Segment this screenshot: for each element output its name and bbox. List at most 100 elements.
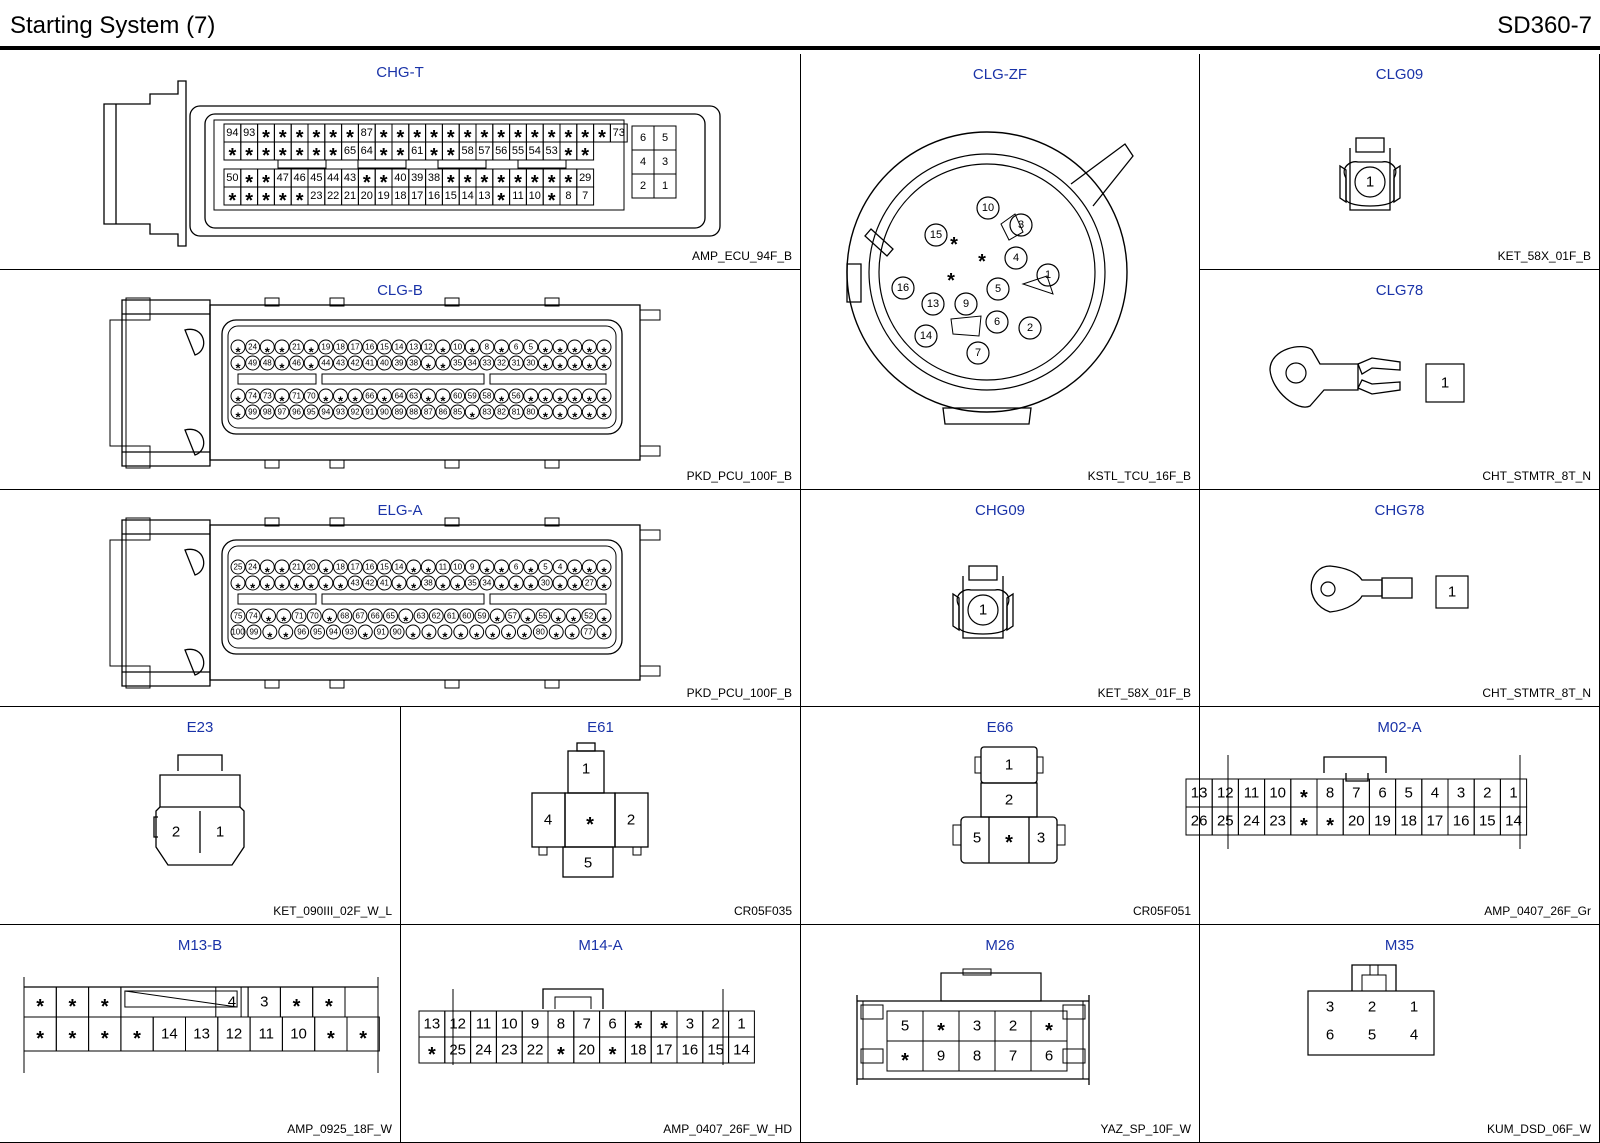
pin-label: * — [531, 127, 539, 149]
pin-label: 23 — [310, 190, 322, 202]
pin-label: * — [440, 361, 446, 376]
pin-circle — [494, 404, 510, 420]
pin-label: 44 — [321, 359, 330, 368]
pin-label: * — [587, 410, 593, 425]
pin-label: 14 — [920, 330, 932, 342]
pin-label: 27 — [585, 579, 594, 588]
pin-label: * — [481, 172, 489, 194]
pin-label: * — [262, 145, 270, 167]
connector-name: CHG-T — [376, 64, 424, 81]
pin-label: 59 — [468, 392, 477, 401]
pin-circle — [362, 404, 378, 420]
pin-circle — [596, 559, 612, 575]
connector-outline — [184, 428, 205, 456]
pin-circle — [303, 404, 319, 420]
pin-label: 3 — [686, 1016, 694, 1033]
pin-label: * — [353, 394, 359, 409]
pin-label: 6 — [1326, 1027, 1334, 1044]
pin-label: 14 — [395, 563, 404, 572]
pin-label: 20 — [307, 563, 316, 572]
pin-label: 13 — [409, 343, 418, 352]
pin-label: 11 — [439, 563, 448, 572]
pin-label: 9 — [470, 563, 475, 572]
pin-label: 6 — [514, 563, 519, 572]
pin-circle — [523, 339, 539, 355]
pin-label: * — [634, 1018, 642, 1040]
pin-circle — [1354, 166, 1386, 198]
pin-label: 65 — [386, 612, 395, 621]
pin-label: 1 — [1509, 785, 1517, 802]
connector-code: KET_090III_02F_W_L — [273, 904, 392, 918]
pin-label: 34 — [482, 579, 491, 588]
pin-label: 13 — [478, 190, 490, 202]
pin-label: 21 — [344, 190, 356, 202]
pin-label: 10 — [290, 1026, 307, 1043]
pin-label: * — [481, 127, 489, 149]
keying-slot — [321, 593, 485, 605]
connector-outline — [1369, 965, 1379, 975]
pin-label: 1 — [582, 761, 590, 778]
pin-label: * — [329, 145, 337, 167]
latch — [109, 539, 127, 667]
pin-label: 15 — [1479, 813, 1496, 830]
pin-cell — [576, 141, 595, 161]
pin-label: 6 — [1045, 1048, 1053, 1065]
connector-outline — [209, 524, 641, 681]
pin-circle — [489, 608, 505, 624]
pin-circle — [552, 388, 568, 404]
pin-label: * — [558, 361, 564, 376]
pin-label: * — [442, 630, 448, 645]
pin-label: 23 — [1269, 813, 1286, 830]
pin-label: 94 — [329, 628, 338, 637]
pin-label: 3 — [662, 156, 668, 168]
pin-label: 16 — [897, 282, 909, 294]
pin-label: 74 — [248, 392, 257, 401]
pin-label: 14 — [161, 1026, 178, 1043]
pin-label: * — [329, 127, 337, 149]
panel-chg78: CHG78 1 CHT_STMTR_8T_N — [1200, 490, 1600, 707]
pin-circle — [289, 404, 305, 420]
pin-cell — [1499, 806, 1528, 836]
pin-circle — [954, 292, 978, 316]
pin-label: * — [543, 410, 549, 425]
pin-label: 43 — [351, 579, 360, 588]
connector-outline — [227, 545, 617, 649]
latch — [125, 517, 151, 541]
pin-circle — [552, 404, 568, 420]
pin-label: 71 — [292, 392, 301, 401]
pin-label: 25 — [1217, 813, 1234, 830]
pin-circle — [303, 388, 319, 404]
pin-label: 92 — [351, 408, 360, 417]
pin-label: * — [380, 172, 388, 194]
connector-outline — [124, 990, 238, 1008]
pin-label: * — [514, 172, 522, 194]
pin-circle — [435, 559, 451, 575]
latch — [639, 309, 661, 321]
pin-circle — [537, 339, 553, 355]
latch — [544, 517, 560, 527]
pin-label: 6 — [994, 316, 1000, 328]
pin-circle — [966, 341, 990, 365]
pin-label: * — [296, 145, 304, 167]
pin-cell — [346, 1016, 380, 1052]
pin-circle — [303, 575, 319, 591]
keying-slot — [1021, 275, 1054, 295]
pin-circle — [1009, 213, 1033, 237]
pin-label: 8 — [1326, 785, 1334, 802]
pin-label: 63 — [409, 392, 418, 401]
connector-name: ELG-A — [377, 502, 423, 519]
pin-circle — [552, 355, 568, 371]
pin-circle — [596, 608, 612, 624]
pin-cell — [728, 1036, 755, 1064]
pin-label: 88 — [409, 408, 418, 417]
pin-circle — [453, 624, 469, 640]
pin-label: 43 — [344, 172, 356, 184]
latch — [444, 517, 460, 527]
pin-label: 35 — [453, 359, 462, 368]
pin-label: 7 — [1352, 785, 1360, 802]
